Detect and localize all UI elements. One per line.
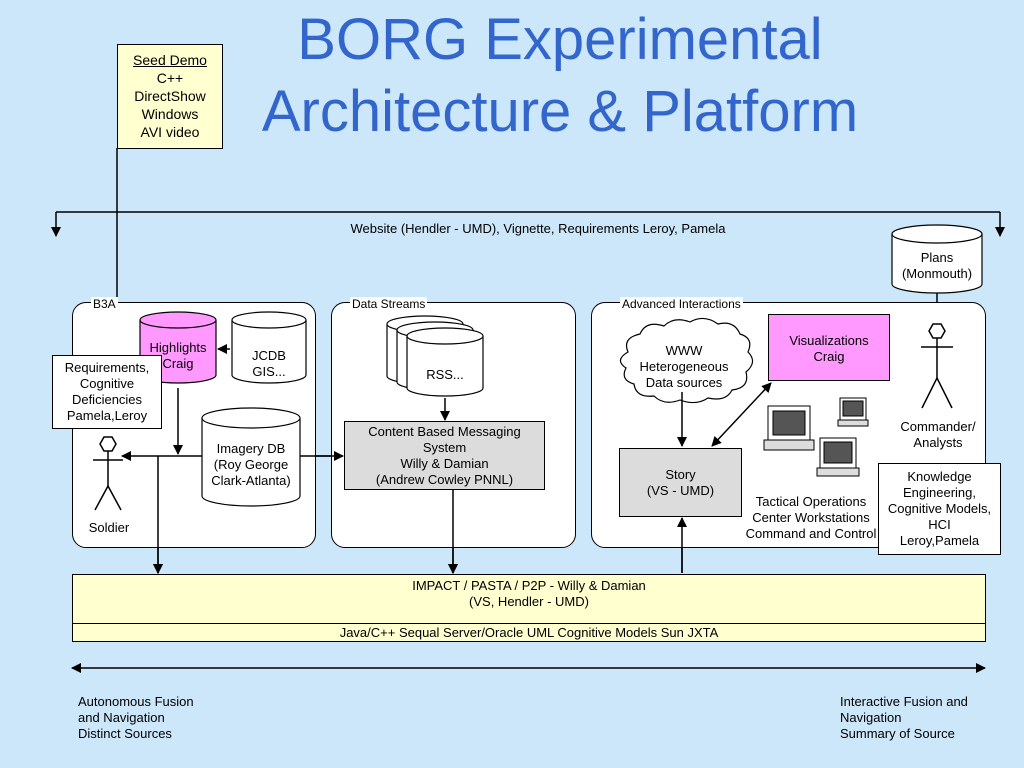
seed-demo-line: Windows bbox=[141, 106, 199, 122]
imagery-line: (Roy George bbox=[213, 457, 289, 472]
story-box: Story (VS - UMD) bbox=[619, 448, 742, 517]
visualizations-line: Visualizations bbox=[789, 333, 869, 348]
autonomous-fusion-label: Autonomous Fusion and Navigation Distinc… bbox=[78, 694, 194, 742]
seed-demo-line: AVI video bbox=[140, 124, 200, 140]
tactical-line: Center Workstations bbox=[752, 510, 870, 525]
plans-cylinder bbox=[891, 224, 983, 294]
tactical-line: Command and Control bbox=[745, 526, 877, 541]
www-line: Heterogeneous bbox=[639, 359, 729, 374]
cbms-line: (Andrew Cowley PNNL) bbox=[375, 472, 514, 487]
visualizations-box: Visualizations Craig bbox=[768, 314, 890, 381]
tactical-line: Tactical Operations bbox=[755, 494, 867, 509]
impact-line: IMPACT / PASTA / P2P - Willy & Damian bbox=[412, 578, 646, 593]
b3a-section-label: B3A bbox=[91, 297, 118, 311]
visualizations-line: Craig bbox=[813, 349, 845, 364]
page-title-line2: Architecture & Platform bbox=[261, 79, 859, 144]
jcdb-label: JCDB GIS... bbox=[232, 348, 306, 380]
requirements-line: Cognitive bbox=[79, 376, 135, 391]
commander-line: Analysts bbox=[913, 435, 963, 450]
data-streams-label: Data Streams bbox=[350, 297, 428, 311]
seed-demo-heading: Seed Demo bbox=[133, 52, 207, 68]
interactive-fusion-line: Interactive Fusion and bbox=[840, 694, 968, 709]
knowledge-line: Leroy,Pamela bbox=[899, 533, 980, 548]
cbms-line: System bbox=[422, 440, 467, 455]
platform-bar: Java/C++ Sequal Server/Oracle UML Cognit… bbox=[72, 623, 986, 642]
advanced-interactions-label: Advanced Interactions bbox=[620, 297, 743, 311]
commander-line: Commander/ bbox=[900, 419, 976, 434]
knowledge-line: Knowledge bbox=[907, 469, 972, 484]
cbms-line: Willy & Damian bbox=[400, 456, 489, 471]
www-label: WWW Heterogeneous Data sources bbox=[630, 343, 738, 391]
plans-line: (Monmouth) bbox=[901, 266, 973, 281]
www-line: Data sources bbox=[645, 375, 723, 390]
website-label: Website (Hendler - UMD), Vignette, Requi… bbox=[350, 221, 726, 236]
story-line: (VS - UMD) bbox=[646, 483, 715, 498]
interactive-fusion-label: Interactive Fusion and Navigation Summar… bbox=[840, 694, 968, 742]
knowledge-box: Knowledge Engineering, Cognitive Models,… bbox=[878, 463, 1001, 555]
autonomous-fusion-line: Autonomous Fusion bbox=[78, 694, 194, 709]
jcdb-line: GIS... bbox=[252, 364, 286, 379]
jcdb-line: JCDB bbox=[252, 348, 286, 363]
interactive-fusion-line: Navigation bbox=[840, 710, 902, 725]
highlights-line: Highlights bbox=[149, 340, 207, 355]
website-bracket bbox=[51, 148, 1005, 302]
autonomous-fusion-line: Distinct Sources bbox=[78, 726, 172, 741]
story-line: Story bbox=[665, 467, 696, 482]
tactical-label: Tactical Operations Center Workstations … bbox=[736, 494, 886, 542]
autonomous-fusion-line: and Navigation bbox=[78, 710, 165, 725]
seed-demo-box: Seed Demo C++ DirectShow Windows AVI vid… bbox=[117, 44, 223, 149]
cbms-line: Content Based Messaging bbox=[368, 424, 521, 439]
highlights-label: Highlights Craig bbox=[140, 340, 216, 372]
commander-label: Commander/ Analysts bbox=[890, 419, 986, 451]
requirements-line: Deficiencies bbox=[71, 392, 143, 407]
imagery-line: Imagery DB bbox=[216, 441, 286, 456]
seed-demo-line: C++ bbox=[156, 70, 184, 86]
cbms-box: Content Based Messaging System Willy & D… bbox=[344, 421, 545, 490]
rss-label: RSS... bbox=[426, 367, 464, 382]
plans-label: Plans (Monmouth) bbox=[892, 250, 982, 282]
requirements-line: Requirements, bbox=[64, 360, 150, 375]
plans-line: Plans bbox=[920, 250, 954, 265]
seed-demo-line: DirectShow bbox=[134, 88, 206, 104]
requirements-line: Pamela,Leroy bbox=[66, 408, 148, 423]
knowledge-line: HCI bbox=[928, 517, 951, 532]
requirements-box: Requirements, Cognitive Deficiencies Pam… bbox=[52, 355, 162, 429]
interactive-fusion-line: Summary of Source bbox=[840, 726, 955, 741]
soldier-label: Soldier bbox=[88, 520, 130, 535]
imagery-label: Imagery DB (Roy George Clark-Atlanta) bbox=[202, 441, 300, 489]
impact-line: (VS, Hendler - UMD) bbox=[469, 594, 589, 609]
www-line: WWW bbox=[665, 343, 703, 358]
highlights-line: Craig bbox=[162, 356, 194, 371]
knowledge-line: Engineering, bbox=[903, 485, 976, 500]
knowledge-line: Cognitive Models, bbox=[887, 501, 992, 516]
impact-bar: IMPACT / PASTA / P2P - Willy & Damian (V… bbox=[72, 574, 986, 624]
page-title-line1: BORG Experimental bbox=[297, 7, 823, 72]
imagery-line: Clark-Atlanta) bbox=[211, 473, 291, 488]
